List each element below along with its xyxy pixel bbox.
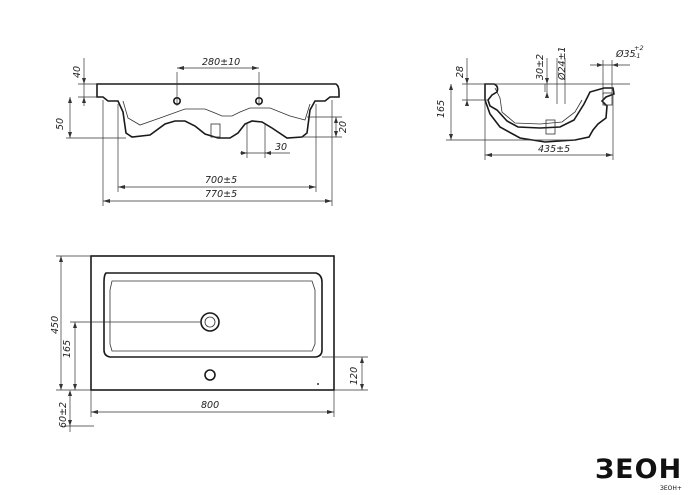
top-basin-outline xyxy=(103,272,323,358)
dim-outer-width: 770±5 xyxy=(205,189,237,200)
arrow-side-h-b xyxy=(449,134,453,140)
arrow-overflow-t xyxy=(545,78,549,84)
top-drain-outer xyxy=(200,312,220,332)
arrow-top-tap-b xyxy=(360,384,364,390)
dim-side-depth: 435±5 xyxy=(538,144,570,155)
dim-top-front-lip: 60±2 xyxy=(58,402,69,428)
arrow-top-lip-t xyxy=(68,390,72,396)
dim-drain-diameter: Ø24±1 xyxy=(557,46,568,81)
dim-overflow-offset: 30±2 xyxy=(535,54,546,80)
arrow-depth-r xyxy=(606,153,613,157)
side-outline xyxy=(484,83,615,143)
dim-side-rim: 28 xyxy=(455,66,466,78)
brand-logo-small: ЗЕОН+ xyxy=(660,485,682,492)
dim-inner-width: 700±5 xyxy=(205,175,237,186)
arrow-overall-t xyxy=(68,97,72,103)
arrow-outer-l xyxy=(103,199,110,203)
arrow-top-lip-b xyxy=(68,420,72,426)
arrow-depth-l xyxy=(485,153,492,157)
dim-top-drain-from-front: 165 xyxy=(62,340,73,358)
dim-side-height: 165 xyxy=(436,100,447,118)
top-drain-inner xyxy=(204,316,216,328)
arrow-inner-l xyxy=(118,185,125,189)
arrow-rim-b xyxy=(82,97,86,103)
dim-outlet-tol-upper: +2 xyxy=(634,44,644,52)
arrow-drain-l xyxy=(241,151,247,155)
arrow-top-tap-t xyxy=(360,357,364,363)
arrow-top-drain-b xyxy=(73,384,77,390)
front-view: 280±10 40 50 20 30 700±5 xyxy=(55,57,349,206)
front-bowl-inner xyxy=(122,100,311,126)
top-outer-outline xyxy=(90,255,335,391)
arrow-side-h-t xyxy=(449,84,453,90)
arrow-rim-t xyxy=(82,78,86,84)
front-rim-outline xyxy=(96,83,340,139)
arrow-outlet-l xyxy=(597,63,603,67)
arrow-holes-r xyxy=(252,66,259,70)
dim-holes-spacing: 280±10 xyxy=(202,57,240,68)
arrow-top-depth-t xyxy=(59,256,63,262)
top-mark-dot xyxy=(317,383,319,385)
arrow-top-drain-t xyxy=(73,322,77,328)
front-drain xyxy=(210,123,221,138)
arrow-top-w-l xyxy=(91,410,98,414)
arrow-outer-r xyxy=(325,199,332,203)
dim-top-width: 800 xyxy=(201,400,219,411)
arrow-top-w-r xyxy=(327,410,334,414)
arrow-side-rim-b xyxy=(465,100,469,106)
top-view: 450 165 120 800 60±2 xyxy=(50,255,368,432)
side-view: 28 165 30±2 Ø24±1 Ø35 +2 -1 435±5 xyxy=(436,44,644,160)
top-tap-hole xyxy=(204,369,216,381)
arrow-bowl-t xyxy=(334,117,338,123)
dim-bowl-offset: 20 xyxy=(338,121,349,133)
dim-outlet-tol-lower: -1 xyxy=(634,52,640,60)
dim-outlet-diameter: Ø35 xyxy=(615,49,636,60)
arrow-top-depth-b xyxy=(59,384,63,390)
dim-rim-height: 40 xyxy=(72,66,83,78)
arrow-inner-r xyxy=(309,185,316,189)
side-outlet xyxy=(602,92,613,106)
dim-top-depth: 450 xyxy=(50,316,61,334)
top-basin-inner xyxy=(109,280,316,352)
brand-logo: ЗЕОН ЗЕОН+ xyxy=(595,454,682,492)
brand-logo-text: ЗЕОН xyxy=(595,454,682,485)
dim-overall-height: 50 xyxy=(55,118,66,130)
arrow-side-rim-t xyxy=(465,78,469,84)
dim-drain-width: 30 xyxy=(275,142,287,153)
dim-top-tap-hole: 120 xyxy=(349,367,360,385)
arrow-holes-l xyxy=(177,66,184,70)
arrow-bowl-b xyxy=(334,131,338,137)
arrow-overflow-b xyxy=(545,92,549,98)
side-inner xyxy=(494,87,583,125)
side-overflow xyxy=(545,119,556,135)
arrow-outlet-r xyxy=(612,63,618,67)
arrow-overall-b xyxy=(68,132,72,138)
arrow-drain-r xyxy=(265,151,271,155)
